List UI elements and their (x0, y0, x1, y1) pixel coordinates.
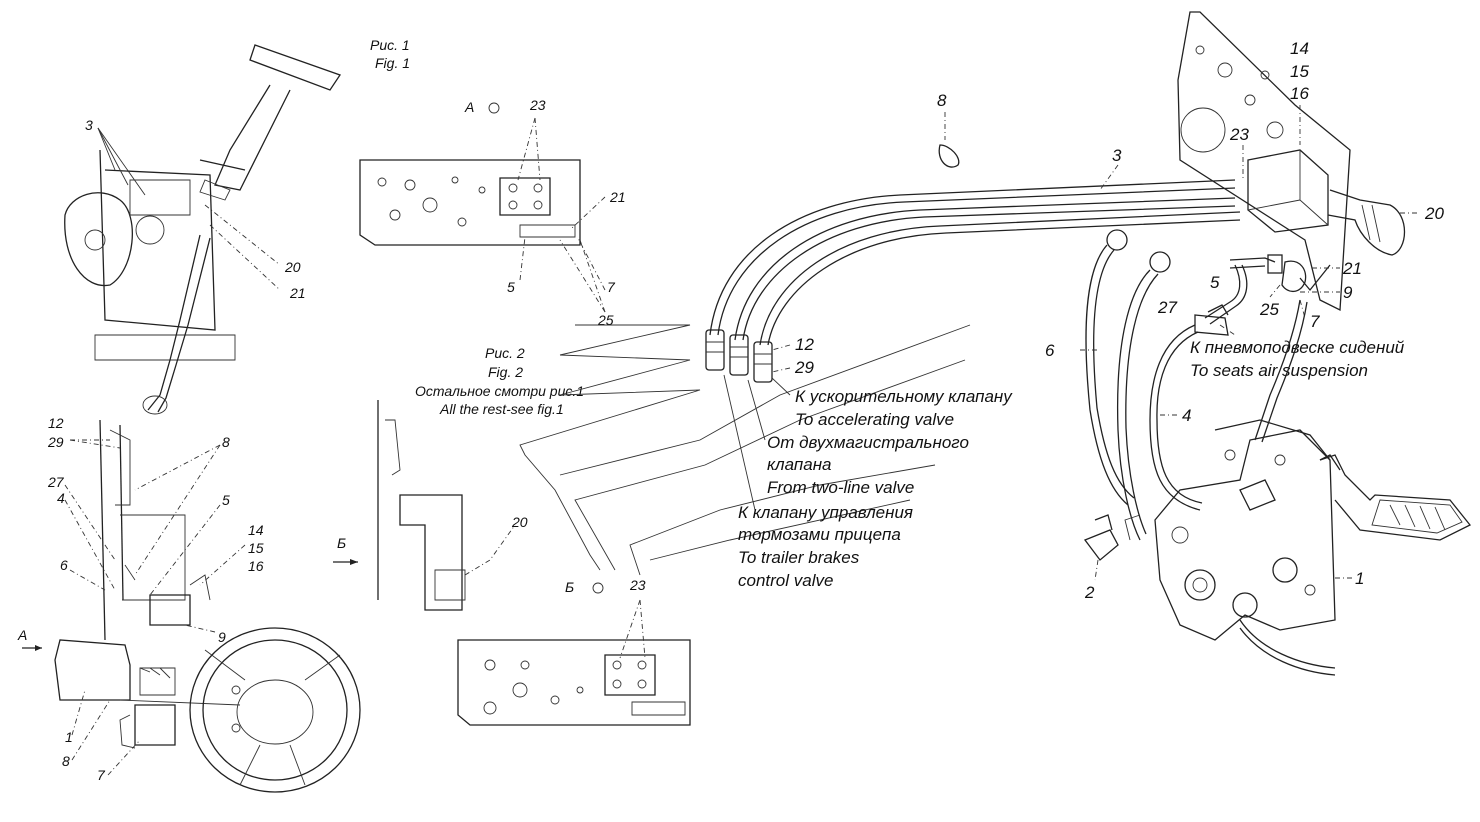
label-27-side: 27 (47, 474, 65, 490)
label-20: 20 (284, 259, 301, 275)
label-7-main: 7 (1310, 312, 1320, 331)
callout-twoline-ru2: клапана (767, 455, 832, 474)
fig2-title-en: Fig. 2 (488, 364, 523, 380)
side-view-drawing: 12 29 27 4 6 8 5 14 15 16 9 1 8 7 А (17, 415, 361, 793)
label-29-main: 29 (794, 358, 814, 377)
fig2-rest-en: All the rest-see fig.1 (439, 401, 564, 417)
fig1-title-en: Fig. 1 (375, 55, 410, 71)
label-20-main: 20 (1424, 204, 1444, 223)
label-5-main: 5 (1210, 273, 1220, 292)
label-12-main: 12 (795, 335, 814, 354)
view-a-drawing: А 23 21 7 25 5 (359, 97, 626, 328)
label-1-side: 1 (65, 729, 73, 745)
label-3-main: 3 (1112, 146, 1122, 165)
view-a-arrow-label: А (17, 627, 27, 643)
label-15-side: 15 (248, 540, 264, 556)
callout-seats-en: To seats air suspension (1190, 361, 1368, 380)
view-b-drawing: Б 23 (457, 577, 691, 726)
callout-trailer-en2: control valve (738, 571, 833, 590)
label-15-main: 15 (1290, 62, 1309, 81)
label-25-main: 25 (1259, 300, 1279, 319)
callout-twoline-ru1: От двухмагистрального (767, 433, 969, 452)
label-21: 21 (289, 285, 306, 301)
label-16-main: 16 (1290, 84, 1309, 103)
callout-texts: К ускорительному клапану To accelerating… (738, 387, 1013, 590)
label-25-viewa: 25 (597, 312, 614, 328)
label-2-main: 2 (1084, 583, 1095, 602)
label-7-side: 7 (97, 767, 106, 783)
view-b-title: Б (565, 579, 574, 595)
label-4-main: 4 (1182, 406, 1191, 425)
label-6-main: 6 (1045, 341, 1055, 360)
view-b-side-drawing: 20 Б (333, 400, 528, 611)
label-8b-side: 8 (62, 753, 70, 769)
label-21-viewa: 21 (609, 189, 626, 205)
routing-arrows (519, 324, 971, 576)
right-assembly: 20 14 15 16 23 21 9 25 7 5 27 К пневмопо… (1045, 11, 1472, 676)
callout-trailer-ru2: тормозами прицепа (738, 525, 901, 544)
label-4-side: 4 (57, 490, 65, 506)
fig1-title-ru: Рис. 1 (370, 37, 410, 53)
label-23-main: 23 (1229, 125, 1249, 144)
fig2-caption: Рис. 2 Fig. 2 Остальное смотри рис.1 All… (415, 345, 584, 417)
callout-seats-ru: К пневмоподвеске сидений (1190, 338, 1405, 357)
callout-trailer-en1: To trailer brakes (738, 548, 860, 567)
fig2-title-ru: Рис. 2 (485, 345, 525, 361)
label-3: 3 (85, 117, 93, 133)
label-20-viewb-side: 20 (511, 514, 528, 530)
label-1-main: 1 (1355, 569, 1364, 588)
callout-accel-ru: К ускорительному клапану (795, 387, 1013, 406)
label-7-viewa: 7 (607, 279, 616, 295)
label-16-side: 16 (248, 558, 264, 574)
label-9-main: 9 (1343, 283, 1353, 302)
label-8-side: 8 (222, 434, 230, 450)
label-29-side: 29 (47, 434, 64, 450)
fig1-drawing: Рис. 1 Fig. 1 3 20 21 (64, 37, 410, 415)
label-12-side: 12 (48, 415, 64, 431)
callout-leaders (723, 374, 791, 511)
main-pipes: 12 29 8 3 (705, 91, 1241, 383)
label-23-viewb: 23 (629, 577, 646, 593)
callout-accel-en: To accelerating valve (795, 410, 954, 429)
label-21-main: 21 (1342, 259, 1362, 278)
label-5-side: 5 (222, 492, 230, 508)
label-14-main: 14 (1290, 39, 1309, 58)
view-b-arrow-label: Б (337, 535, 346, 551)
view-a-title: А (464, 99, 474, 115)
label-14-side: 14 (248, 522, 264, 538)
label-8-main: 8 (937, 91, 947, 110)
label-9-side: 9 (218, 629, 226, 645)
callout-trailer-ru1: К клапану управления (738, 503, 913, 522)
callout-twoline-en: From two-line valve (767, 478, 914, 497)
label-23-viewa: 23 (529, 97, 546, 113)
label-5-viewa: 5 (507, 279, 515, 295)
label-6-side: 6 (60, 557, 68, 573)
label-27-main: 27 (1157, 298, 1177, 317)
fig2-rest-ru: Остальное смотри рис.1 (415, 383, 584, 399)
